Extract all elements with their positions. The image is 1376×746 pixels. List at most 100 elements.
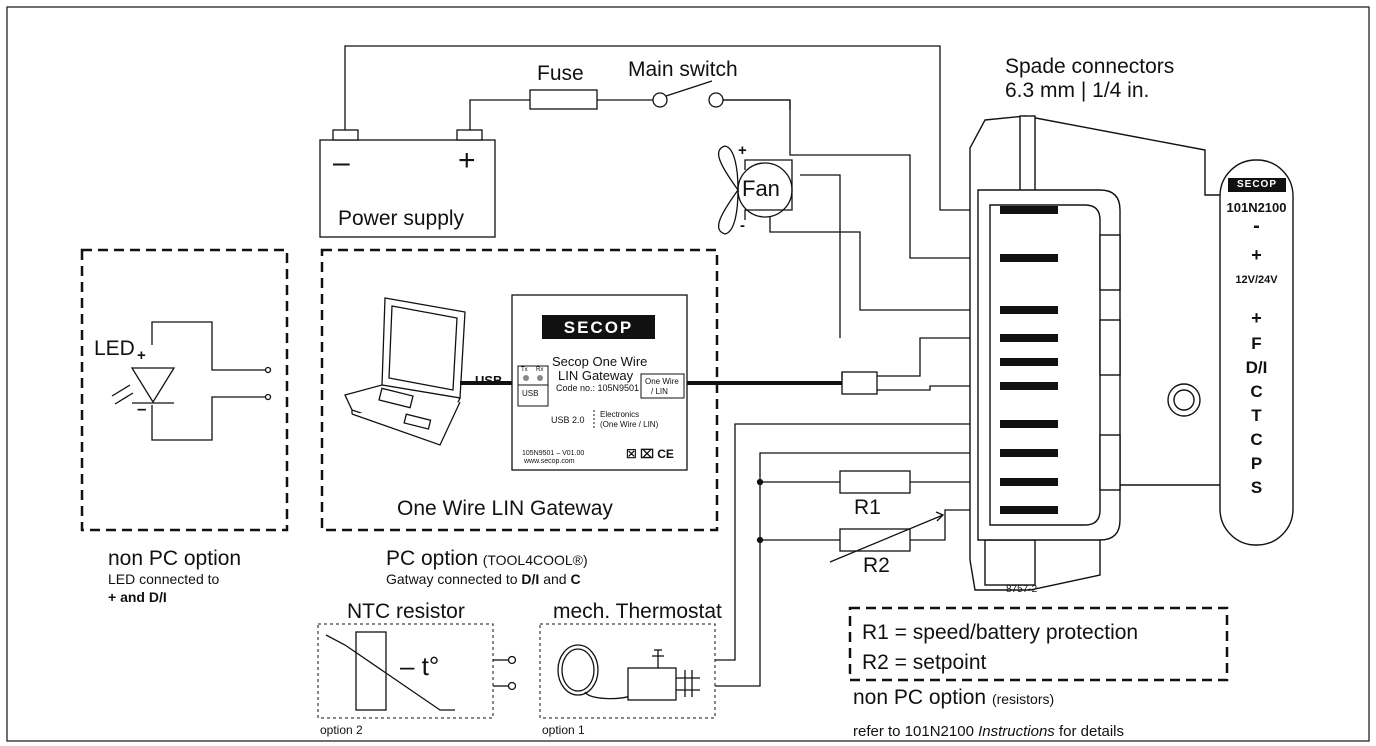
thermostat-title: mech. Thermostat: [553, 600, 722, 623]
gateway-electronics-line1: Electronics: [600, 410, 640, 419]
spade-connector-pins: [1000, 206, 1058, 514]
non-pc-resistors-paren: (resistors): [991, 691, 1055, 707]
gateway-title-line1: Secop One Wire: [552, 354, 648, 369]
fan-minus-sign: -: [740, 217, 745, 234]
pc-line-pre: Gatway connected to: [386, 571, 522, 587]
spade-pin: [1000, 382, 1058, 390]
gateway-electronics-line2: (One Wire / LIN): [600, 420, 659, 429]
pc-option-box: [320, 248, 719, 532]
spade-pin: [1000, 306, 1058, 314]
terminal-minus: -: [1253, 215, 1260, 237]
non-pc-option-title: non PC option: [108, 547, 242, 570]
spade-pin: [1000, 334, 1058, 342]
led-option-box: [80, 248, 289, 532]
gateway-caption: One Wire LIN Gateway: [397, 497, 613, 520]
refer-post: for details: [1054, 723, 1124, 740]
terminal-letter: S: [1250, 478, 1263, 497]
pc-option-line: Gatway connected to D/I and C: [386, 572, 581, 586]
terminal-strip-brand: SECOP: [1236, 179, 1277, 190]
thermostat-box: [539, 623, 716, 719]
spade-pin: [1000, 506, 1058, 514]
option1-label: option 1: [542, 723, 585, 737]
figure-code: 8757-2: [1006, 584, 1038, 595]
pc-option-title-main: PC option: [386, 547, 479, 570]
led-circuit: [111, 321, 272, 441]
fuse-symbol: [529, 89, 598, 110]
terminal-letter: T: [1251, 406, 1262, 425]
usb-cable-label: USB: [475, 373, 503, 388]
non-pc-option-line2-pre: + and: [108, 589, 149, 605]
main-switch-symbol: [652, 80, 724, 108]
spade-pin: [1000, 358, 1058, 366]
fuse-label: Fuse: [537, 62, 584, 85]
terminal-letter: F: [1251, 334, 1262, 353]
terminal-strip-model: 101N2100: [1226, 200, 1287, 215]
pc-line-bold1: D/I: [521, 571, 540, 587]
spade-pin: [1000, 478, 1058, 486]
battery-minus-sign: –: [333, 146, 350, 179]
electronic-unit: [969, 115, 1236, 591]
spade-size-label: 6.3 mm | 1/4 in.: [1005, 79, 1150, 102]
gateway-onewire-line2: / LIN: [651, 387, 668, 396]
terminal-letter: D/I: [1245, 358, 1268, 377]
ntc-temperature-label: – t°: [400, 651, 440, 681]
non-pc-resistors-pre: non PC option: [853, 686, 992, 709]
non-pc-option-line2-bold: D/I: [148, 589, 167, 605]
gateway-rx: Rx: [536, 367, 544, 373]
terminal-brand-bar: [1228, 178, 1286, 192]
gateway-brand: SECOP: [563, 318, 634, 337]
r1-label: R1: [854, 496, 881, 519]
gateway-certification-marks: ☒ ⌧ CE: [626, 447, 674, 461]
gateway-brand-bar: [542, 315, 655, 339]
refer-pre: refer to 101N2100: [853, 723, 979, 740]
spade-pin: [1000, 254, 1058, 262]
r2-label: R2: [863, 554, 890, 577]
led-label: LED: [94, 337, 135, 360]
non-pc-option-line1: LED connected to: [108, 571, 220, 587]
pc-line-mid: and: [539, 571, 571, 587]
gateway-onewire-line1: One Wire: [645, 377, 679, 386]
spade-pin: [1000, 206, 1058, 214]
fan-symbol: [718, 145, 793, 235]
spade-connectors-label: Spade connectors: [1005, 55, 1175, 78]
terminal-letter: P: [1250, 454, 1263, 473]
terminal-letter: C: [1250, 382, 1263, 401]
refer-instructions: refer to 101N2100 Instructions for detai…: [853, 724, 1124, 739]
battery-symbol: [319, 129, 496, 238]
spade-pin: [1000, 420, 1058, 428]
terminal-plus-supply: +: [1251, 245, 1262, 265]
pc-option-title: PC option (TOOL4COOL®): [386, 548, 588, 569]
resistor-r2: [829, 509, 1000, 563]
fan-label: Fan: [742, 176, 780, 201]
gateway-usb20: USB 2.0: [551, 415, 585, 425]
non-pc-option-line2: + and D/I: [108, 590, 167, 604]
terminal-plus: +: [1251, 308, 1262, 328]
battery-plus-sign: +: [458, 144, 476, 177]
spade-pin: [1000, 449, 1058, 457]
ntc-resistor-box: [317, 623, 494, 719]
gateway-usb-port: USB: [522, 389, 539, 398]
pc-option-tool: (TOOL4COOL®): [482, 552, 588, 568]
gateway-code: Code no.: 105N9501: [556, 383, 640, 393]
outer-frame: [6, 6, 1370, 742]
gateway-version: 105N9501 – V01.00: [522, 450, 585, 457]
pc-line-bold2: C: [570, 571, 581, 587]
gateway-title-line2: LIN Gateway: [558, 368, 634, 383]
terminal-letter: C: [1250, 430, 1263, 449]
option2-label: option 2: [320, 723, 363, 737]
ntc-resistor-title: NTC resistor: [347, 600, 465, 623]
led-plus-sign: +: [137, 347, 146, 364]
fan-plus-sign: +: [738, 142, 747, 159]
non-pc-resistors-label: non PC option (resistors): [853, 687, 1054, 708]
legend-r2: R2 = setpoint: [862, 651, 987, 674]
gateway-tx: Tx: [521, 367, 528, 373]
gateway-website: www.secop.com: [524, 458, 575, 465]
sensor-wiring: [715, 423, 1000, 687]
main-switch-label: Main switch: [628, 58, 738, 81]
led-minus-sign: –: [137, 399, 147, 418]
terminal-label-strip: [1219, 159, 1294, 546]
ntc-resistor-symbol: [325, 631, 517, 711]
refer-italic: Instructions: [978, 723, 1055, 740]
